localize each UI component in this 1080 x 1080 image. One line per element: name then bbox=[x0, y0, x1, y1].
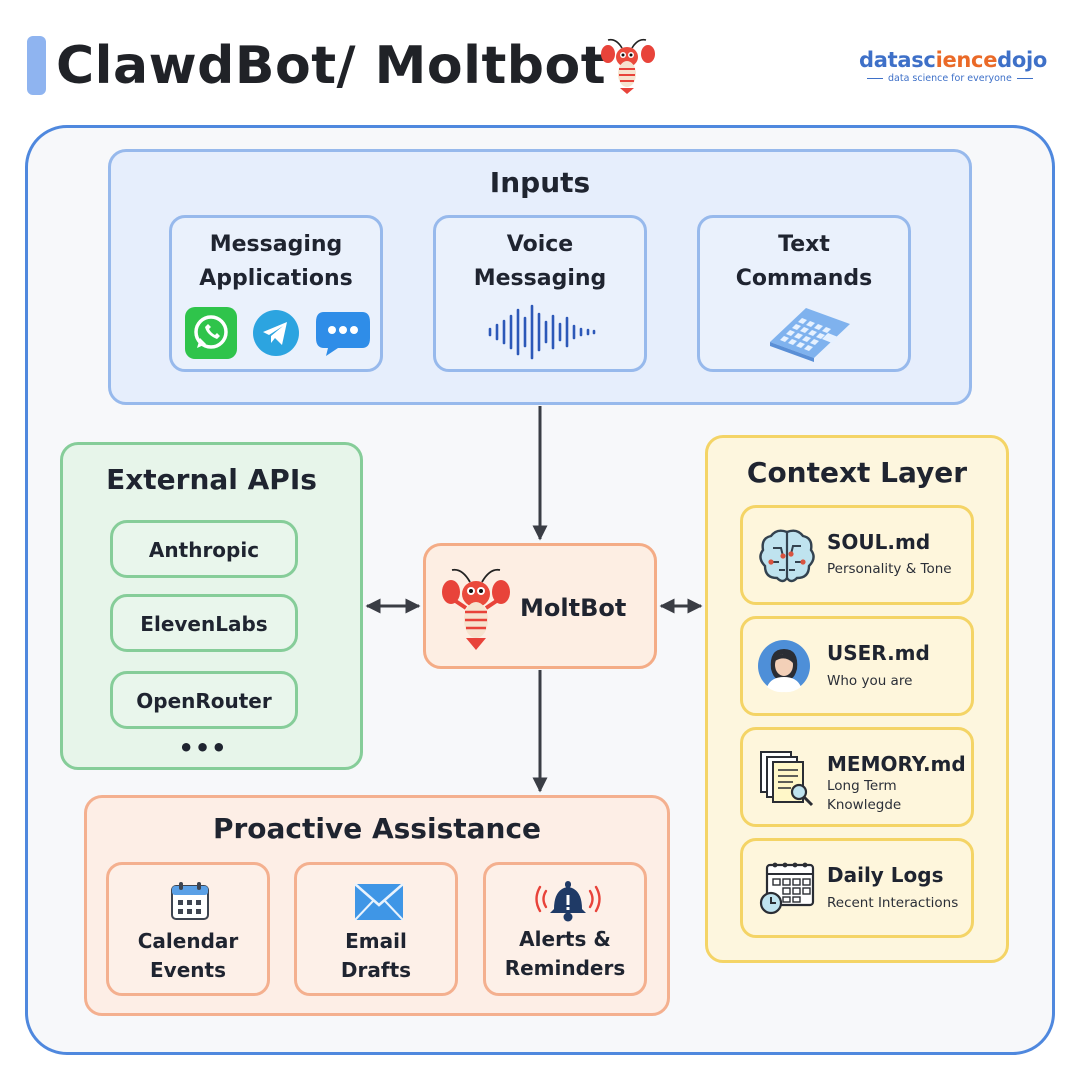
documents-search-icon bbox=[760, 751, 814, 807]
lobster-icon bbox=[442, 568, 510, 650]
context-item-daily-logs: Daily Logs Recent Interactions bbox=[740, 838, 974, 938]
api-item-anthropic: Anthropic bbox=[110, 520, 298, 578]
keyboard-icon bbox=[770, 308, 850, 362]
input-card-label: Text Commands bbox=[735, 232, 873, 291]
proactive-card-label: Alerts & Reminders bbox=[504, 927, 626, 980]
title-accent-bar bbox=[27, 36, 46, 95]
user-avatar-icon bbox=[758, 640, 810, 693]
lobster-icon bbox=[601, 38, 655, 94]
page-title: ClawdBot/ Moltbot bbox=[56, 30, 606, 102]
input-card-messaging: Messaging Applications bbox=[169, 215, 383, 372]
context-item-desc: Personality & Tone bbox=[827, 561, 952, 577]
api-more-ellipsis: ••• bbox=[178, 734, 228, 762]
page-title-text: ClawdBot/ Moltbot bbox=[56, 36, 607, 96]
proactive-card-calendar: Calendar Events bbox=[106, 862, 270, 996]
context-item-name: MEMORY.md bbox=[827, 752, 966, 776]
api-item-label: OpenRouter bbox=[136, 689, 272, 713]
api-item-openrouter: OpenRouter bbox=[110, 671, 298, 729]
context-item-name: Daily Logs bbox=[827, 863, 944, 887]
context-item-name: SOUL.md bbox=[827, 530, 931, 554]
api-item-label: ElevenLabs bbox=[140, 612, 268, 636]
logo: datasciencedojo bbox=[859, 48, 1047, 72]
input-card-text: Text Commands bbox=[697, 215, 911, 372]
input-card-label: Messaging Applications bbox=[199, 232, 353, 291]
context-layer-title: Context Layer bbox=[746, 456, 968, 489]
calendar-clock-icon bbox=[759, 862, 815, 915]
calendar-icon bbox=[171, 882, 209, 920]
context-item-user: USER.md Who you are bbox=[740, 616, 974, 716]
brain-icon bbox=[759, 529, 815, 583]
context-item-soul: SOUL.md Personality & Tone bbox=[740, 505, 974, 605]
inputs-title: Inputs bbox=[489, 166, 591, 199]
context-item-desc: Long Term Knowlegde bbox=[827, 778, 902, 813]
context-item-name: USER.md bbox=[827, 641, 930, 665]
logo-part-2: ience bbox=[935, 48, 998, 72]
api-item-label: Anthropic bbox=[148, 538, 260, 562]
logo-part-1: datasc bbox=[859, 48, 936, 72]
context-item-desc: Recent Interactions bbox=[827, 895, 959, 911]
logo-part-3: dojo bbox=[997, 48, 1048, 72]
api-item-elevenlabs: ElevenLabs bbox=[110, 594, 298, 652]
moltbot-node: MoltBot bbox=[423, 543, 657, 669]
context-item-desc: Who you are bbox=[827, 673, 913, 689]
proactive-card-email: Email Drafts bbox=[294, 862, 458, 996]
proactive-card-label: Email Drafts bbox=[340, 929, 412, 982]
input-card-voice: Voice Messaging bbox=[433, 215, 647, 372]
bell-alert-icon bbox=[535, 881, 601, 922]
logo-tagline: data science for everyone bbox=[862, 73, 1034, 84]
external-apis-title: External APIs bbox=[106, 463, 317, 496]
proactive-card-alerts: Alerts & Reminders bbox=[483, 862, 647, 996]
moltbot-label: MoltBot bbox=[520, 594, 627, 622]
telegram-icon bbox=[253, 310, 299, 356]
chat-bubble-icon bbox=[316, 312, 370, 356]
input-card-label: Voice Messaging bbox=[473, 232, 607, 291]
context-item-memory: MEMORY.md Long Term Knowlegde bbox=[740, 727, 974, 827]
sound-wave-icon bbox=[488, 304, 596, 360]
envelope-icon bbox=[354, 883, 404, 921]
proactive-card-label: Calendar Events bbox=[137, 929, 239, 982]
proactive-title: Proactive Assistance bbox=[212, 812, 542, 845]
whatsapp-icon bbox=[185, 307, 237, 359]
